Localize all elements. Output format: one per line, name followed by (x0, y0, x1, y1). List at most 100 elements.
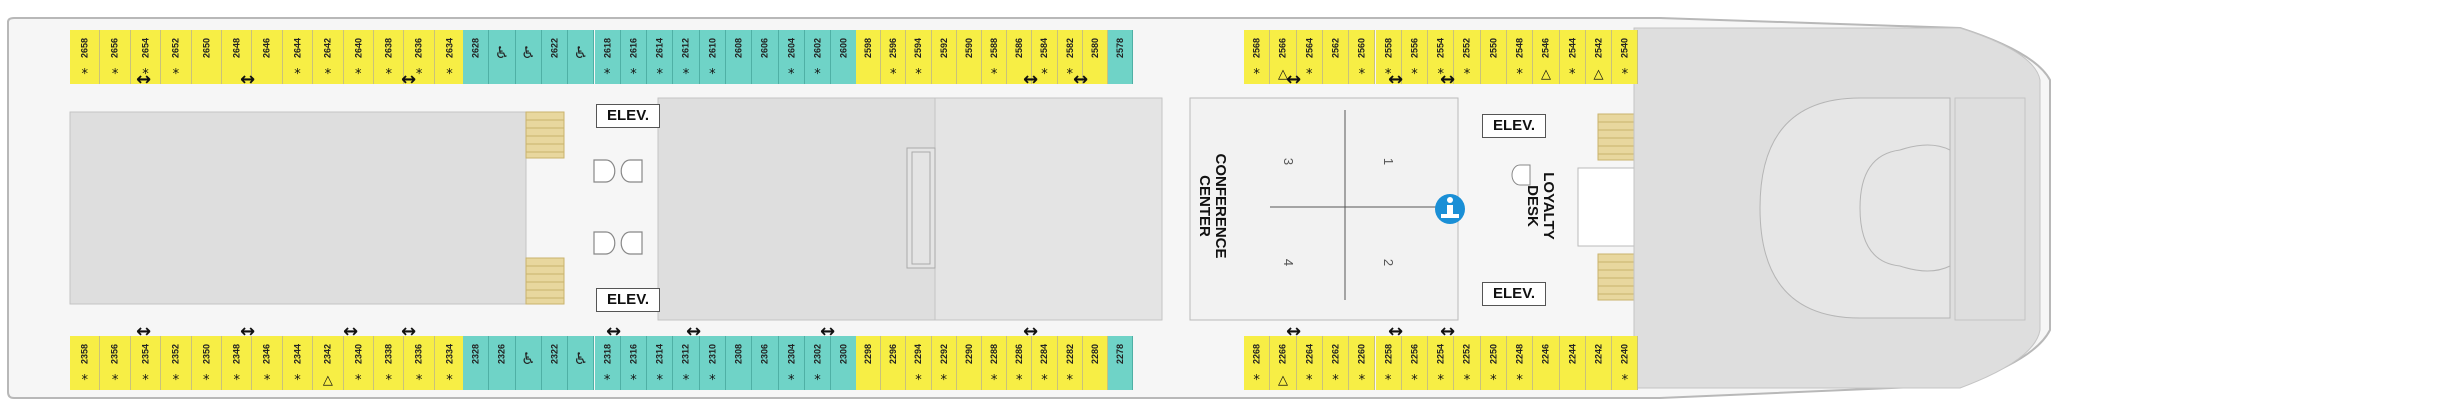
cabin-top[interactable]: 2612* (673, 30, 700, 84)
cabin-bottom[interactable]: 2264* (1296, 336, 1323, 390)
cabin-top[interactable]: 2564* (1296, 30, 1323, 84)
cabin-top[interactable]: 2588* (982, 30, 1008, 84)
cabin-top[interactable]: 2600 (831, 30, 858, 84)
cabin-bottom[interactable]: 2294* (906, 336, 932, 390)
cabin-top[interactable]: 2548* (1507, 30, 1534, 84)
cabin-top[interactable]: 2608 (726, 30, 753, 84)
cabin-bottom[interactable]: 2358* (70, 336, 101, 390)
cabin-bottom[interactable]: 2310* (699, 336, 726, 390)
cabin-bottom[interactable]: 2308 (726, 336, 753, 390)
cabin-top[interactable]: 2638* (374, 30, 405, 84)
cabin-bottom[interactable]: 2356* (100, 336, 131, 390)
cabin-bottom[interactable]: 2336* (404, 336, 435, 390)
cabin-bottom[interactable]: 2344* (282, 336, 314, 390)
cabin-top[interactable]: 2614* (647, 30, 674, 84)
cabin-top[interactable]: 2580 (1082, 30, 1108, 84)
cabin-top[interactable]: 2544* (1559, 30, 1586, 84)
cabin-top[interactable]: 2618* (594, 30, 621, 84)
cabin-bottom[interactable]: 2266△ (1270, 336, 1297, 390)
cabin-top[interactable]: 2550 (1480, 30, 1507, 84)
cabin-bottom[interactable]: 2252* (1454, 336, 1481, 390)
cabin-top[interactable]: 2658* (70, 30, 101, 84)
cabin-bottom[interactable]: 2254* (1428, 336, 1455, 390)
cabin-bottom[interactable]: 2280 (1082, 336, 1108, 390)
cabin-bottom[interactable]: 2352* (161, 336, 192, 390)
cabin-top[interactable]: 2610* (699, 30, 726, 84)
cabin-top[interactable]: 2584* (1032, 30, 1058, 84)
cabin-top[interactable]: 2546△ (1533, 30, 1560, 84)
cabin-top[interactable]: 2652* (161, 30, 192, 84)
cabin-top[interactable]: 2602* (804, 30, 832, 84)
cabin-top[interactable]: 2640* (343, 30, 374, 84)
cabin-bottom[interactable]: 2284* (1032, 336, 1058, 390)
cabin-top[interactable]: 2634* (434, 30, 466, 84)
cabin-top[interactable]: 2642* (313, 30, 344, 84)
cabin-bottom[interactable]: 2326 (489, 336, 516, 390)
cabin-bottom[interactable]: 2262* (1322, 336, 1350, 390)
cabin-bottom[interactable]: 2286* (1007, 336, 1033, 390)
cabin-bottom[interactable]: 2342△ (313, 336, 344, 390)
cabin-bottom[interactable]: 2250* (1480, 336, 1507, 390)
cabin-top[interactable]: 2562 (1322, 30, 1350, 84)
cabin-bottom[interactable]: 2350* (191, 336, 222, 390)
cabin-top[interactable]: 2592 (931, 30, 957, 84)
cabin-bottom[interactable]: 2282* (1057, 336, 1083, 390)
cabin-top[interactable]: 2622 (541, 30, 569, 84)
cabin-top[interactable]: 2624♿ (515, 30, 542, 84)
cabin-bottom[interactable]: 2354* (130, 336, 162, 390)
cabin-bottom[interactable]: 2316* (620, 336, 648, 390)
cabin-top[interactable]: 2590 (956, 30, 982, 84)
cabin-bottom[interactable]: 2320♿ (568, 336, 595, 390)
cabin-top[interactable]: 2604* (778, 30, 805, 84)
cabin-bottom[interactable]: 2328 (463, 336, 490, 390)
cabin-bottom[interactable]: 2324♿ (515, 336, 542, 390)
cabin-top[interactable]: 2646 (252, 30, 283, 84)
cabin-bottom[interactable]: 2340* (343, 336, 374, 390)
cabin-top[interactable]: 2540* (1612, 30, 1639, 84)
cabin-bottom[interactable]: 2268* (1244, 336, 1271, 390)
cabin-top[interactable]: 2650 (191, 30, 222, 84)
cabin-top[interactable]: 2654* (130, 30, 162, 84)
cabin-bottom[interactable]: 2312* (673, 336, 700, 390)
cabin-bottom[interactable]: 2306 (752, 336, 779, 390)
cabin-bottom[interactable]: 2288* (982, 336, 1008, 390)
cabin-bottom[interactable]: 2240* (1612, 336, 1639, 390)
cabin-bottom[interactable]: 2258* (1375, 336, 1402, 390)
cabin-bottom[interactable]: 2298 (856, 336, 882, 390)
cabin-bottom[interactable]: 2318* (594, 336, 621, 390)
cabin-top[interactable]: 2566△ (1270, 30, 1297, 84)
cabin-bottom[interactable]: 2256* (1401, 336, 1429, 390)
cabin-bottom[interactable]: 2322 (541, 336, 569, 390)
cabin-top[interactable]: 2556* (1401, 30, 1429, 84)
cabin-top[interactable]: 2620♿ (568, 30, 595, 84)
cabin-top[interactable]: 2594* (906, 30, 932, 84)
cabin-top[interactable]: 2558* (1375, 30, 1402, 84)
cabin-top[interactable]: 2542△ (1585, 30, 1613, 84)
cabin-bottom[interactable]: 2296 (881, 336, 907, 390)
cabin-bottom[interactable]: 2346* (252, 336, 283, 390)
cabin-bottom[interactable]: 2242 (1585, 336, 1613, 390)
cabin-top[interactable]: 2586 (1007, 30, 1033, 84)
cabin-top[interactable]: 2628 (463, 30, 490, 84)
cabin-bottom[interactable]: 2278 (1108, 336, 1134, 390)
cabin-bottom[interactable]: 2304* (778, 336, 805, 390)
cabin-top[interactable]: 2648 (222, 30, 253, 84)
cabin-bottom[interactable]: 2292* (931, 336, 957, 390)
cabin-bottom[interactable]: 2348* (222, 336, 253, 390)
cabin-bottom[interactable]: 2334* (434, 336, 466, 390)
cabin-bottom[interactable]: 2314* (647, 336, 674, 390)
cabin-top[interactable]: 2598 (856, 30, 882, 84)
cabin-top[interactable]: 2568* (1244, 30, 1271, 84)
cabin-top[interactable]: 2656* (100, 30, 131, 84)
cabin-top[interactable]: 2606 (752, 30, 779, 84)
cabin-top[interactable]: 2560* (1349, 30, 1376, 84)
cabin-bottom[interactable]: 2248* (1507, 336, 1534, 390)
cabin-top[interactable]: 2582* (1057, 30, 1083, 84)
cabin-bottom[interactable]: 2260* (1349, 336, 1376, 390)
cabin-top[interactable]: 2578 (1108, 30, 1134, 84)
cabin-top[interactable]: 2616* (620, 30, 648, 84)
cabin-top[interactable]: 2596* (881, 30, 907, 84)
cabin-bottom[interactable]: 2244 (1559, 336, 1586, 390)
cabin-top[interactable]: 2644* (282, 30, 314, 84)
cabin-bottom[interactable]: 2302* (804, 336, 832, 390)
